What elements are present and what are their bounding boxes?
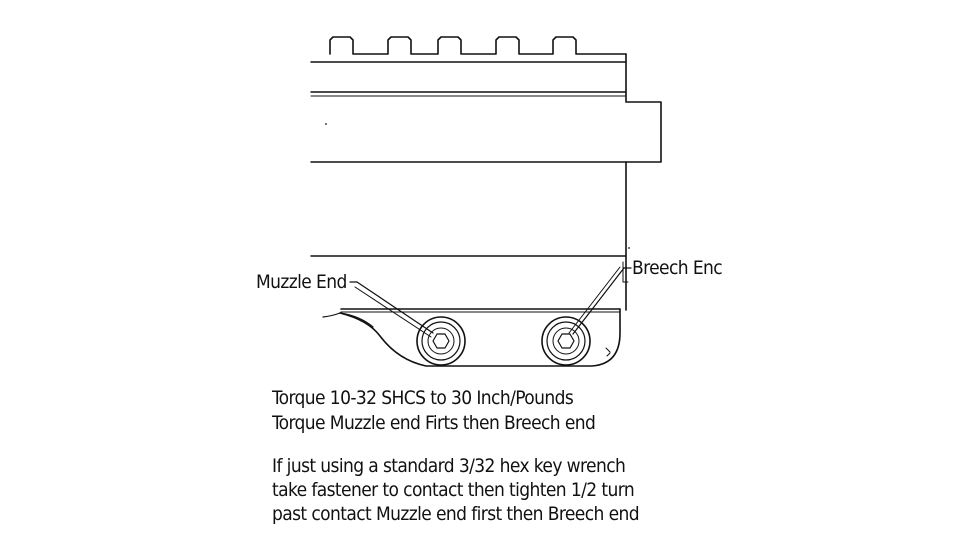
note-torque-spec: Torque 10-32 SHCS to 30 Inch/Pounds bbox=[271, 387, 574, 409]
breech-leader bbox=[568, 266, 632, 335]
muzzle-end-label: Muzzle End bbox=[256, 271, 347, 293]
rail-top bbox=[310, 36, 627, 63]
note-torque-order: Torque Muzzle end Firts then Breech end bbox=[271, 412, 595, 434]
clamp-base bbox=[322, 308, 621, 367]
note-hex-line-1: If just using a standard 3/32 hex key wr… bbox=[272, 455, 625, 477]
hex-key-notes: If just using a standard 3/32 hex key wr… bbox=[272, 455, 640, 525]
note-hex-line-3: past contact Muzzle end first then Breec… bbox=[272, 503, 639, 525]
muzzle-leader bbox=[349, 281, 434, 338]
note-hex-line-2: take fastener to contact then tighten 1/… bbox=[272, 479, 634, 501]
torque-notes: Torque 10-32 SHCS to 30 Inch/Pounds Torq… bbox=[271, 387, 596, 434]
rail-body bbox=[310, 53, 662, 311]
breech-fastener-icon bbox=[541, 316, 591, 366]
breech-end-label: Breech Enc bbox=[632, 257, 722, 279]
muzzle-fastener-icon bbox=[416, 316, 466, 366]
